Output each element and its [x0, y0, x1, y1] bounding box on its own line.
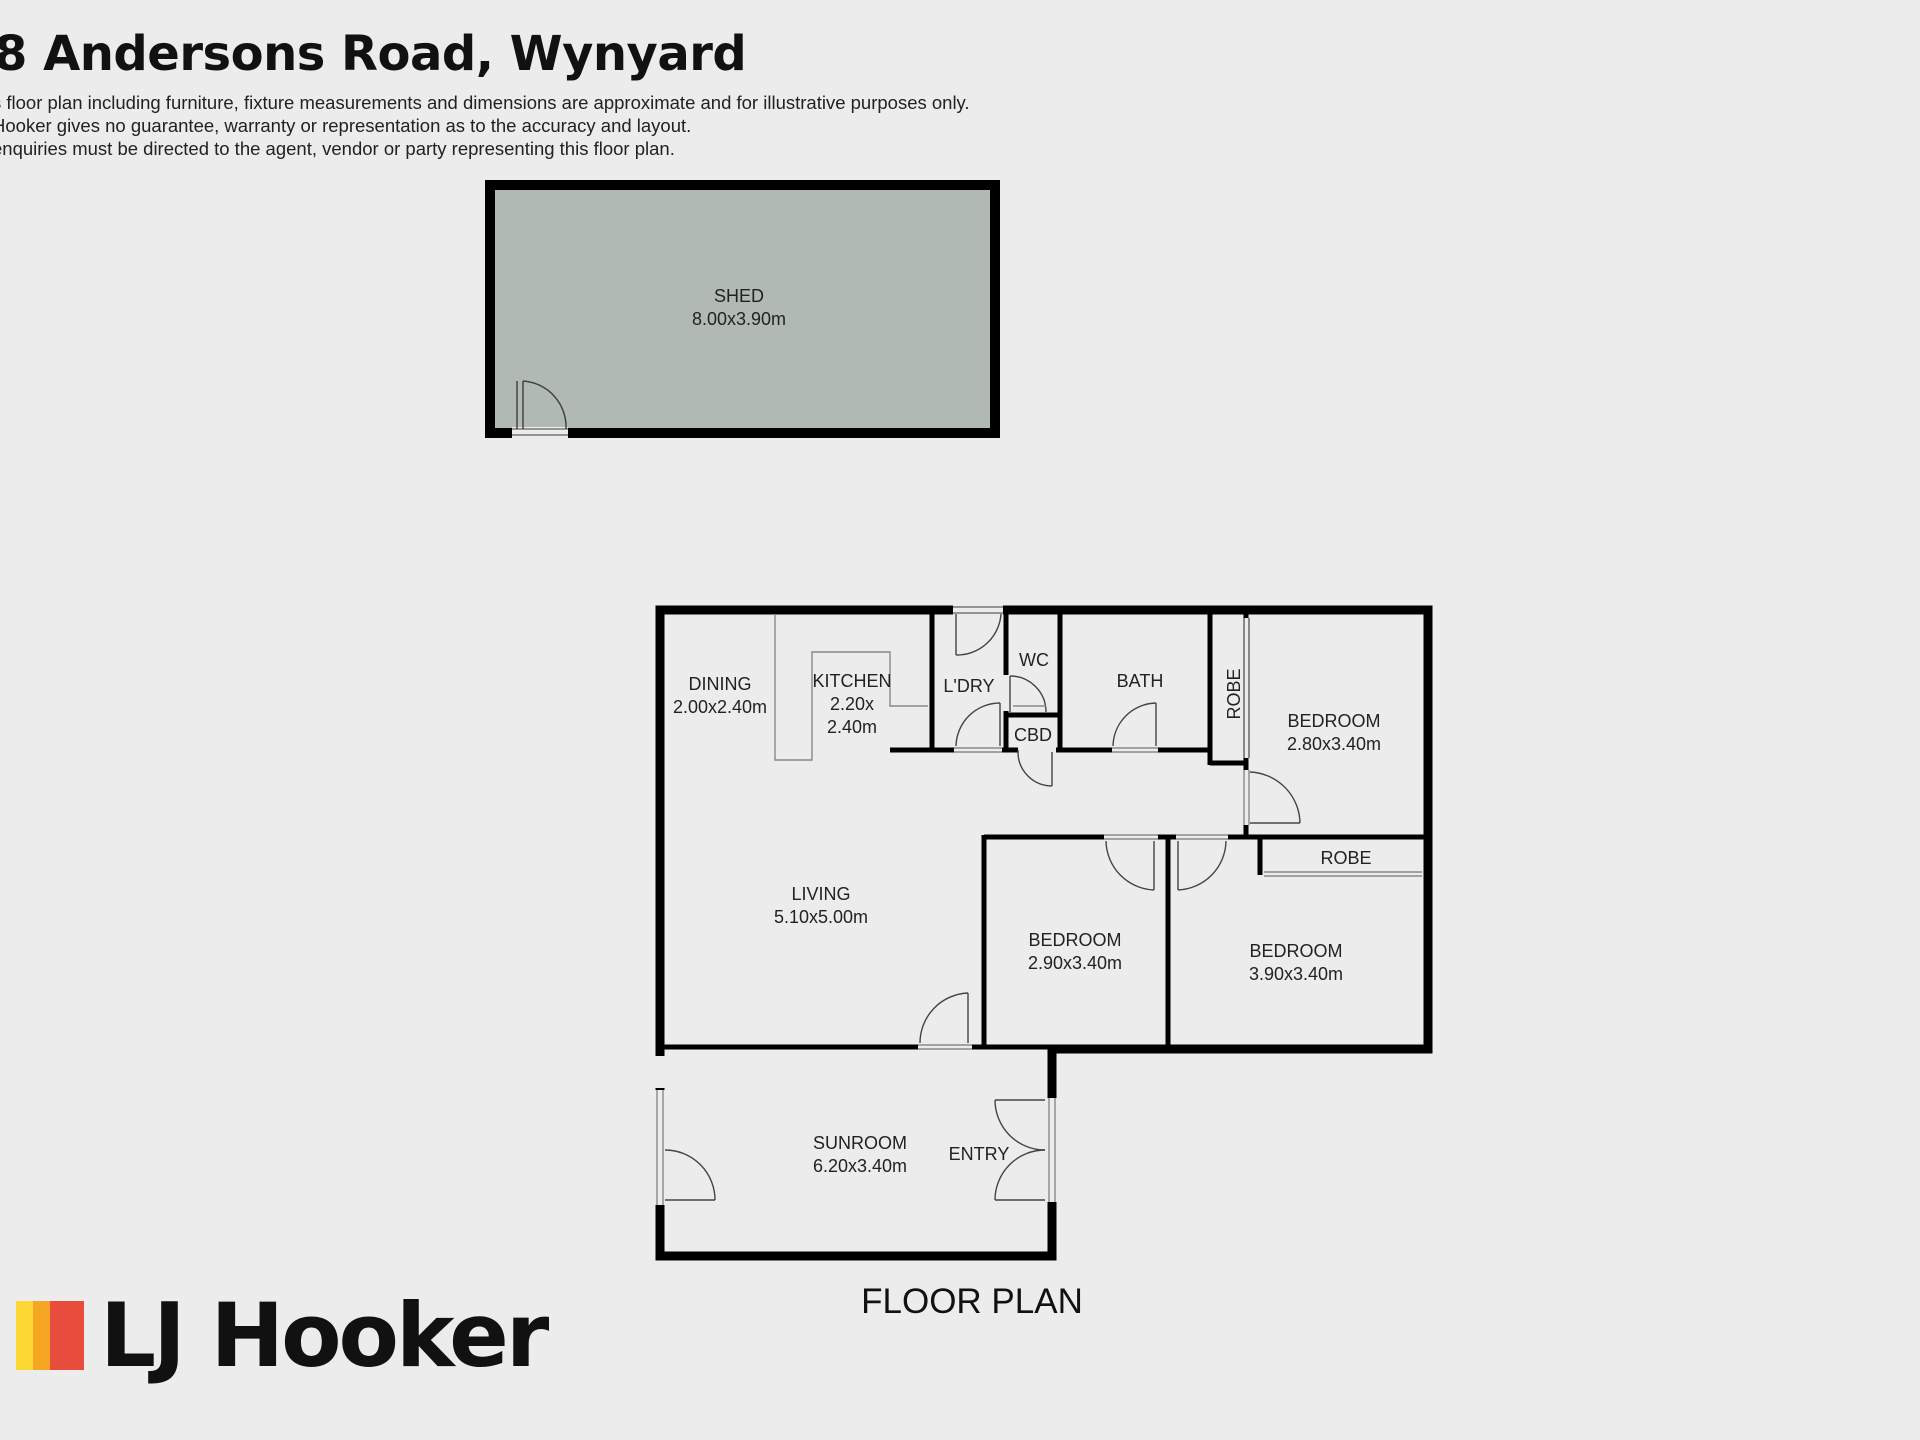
floor-plan-label: FLOOR PLAN [861, 1282, 1083, 1321]
living-door [919, 992, 969, 1044]
wc-label: WC [1019, 650, 1049, 670]
cbd-door [1017, 750, 1053, 787]
kitchen-size-2: 2.40m [827, 717, 877, 737]
robe-1-label: ROBE [1224, 668, 1244, 719]
dining-size: 2.00x2.40m [673, 697, 767, 717]
laundry-door [955, 702, 1001, 747]
entry-double-door [994, 1099, 1046, 1201]
disclaimer-line-1: s floor plan including furniture, fixtur… [0, 92, 970, 113]
sunroom-label: SUNROOM [813, 1133, 907, 1153]
bedroom-1-door [1249, 771, 1301, 824]
lj-hooker-logo-text: LJ Hooker [100, 1284, 549, 1387]
shed-door [516, 380, 567, 430]
living-label: LIVING [791, 884, 850, 904]
wall-openings [655, 604, 1250, 1205]
bedroom-3-door [1177, 840, 1227, 891]
kitchen-label: KITCHEN [812, 671, 891, 691]
lj-hooker-logo-mark [16, 1301, 84, 1370]
door-swings [664, 613, 1301, 1201]
robe-2-label: ROBE [1320, 848, 1371, 868]
shed-size: 8.00x3.90m [692, 309, 786, 329]
living-size: 5.10x5.00m [774, 907, 868, 927]
bedroom-2-door [1105, 840, 1155, 891]
bedroom-2-size: 2.90x3.40m [1028, 953, 1122, 973]
bath-label: BATH [1117, 671, 1164, 691]
kitchen-counter [774, 614, 928, 761]
shed-label: SHED [714, 286, 764, 306]
disclaimer-line-2: Hooker gives no guarantee, warranty or r… [0, 115, 692, 136]
bath-door [1112, 702, 1157, 747]
cbd-label: CBD [1014, 725, 1052, 745]
shed-building: SHED 8.00x3.90m [485, 180, 1000, 439]
bedroom-1-label: BEDROOM [1287, 711, 1380, 731]
bedroom-3-label: BEDROOM [1249, 941, 1342, 961]
property-address-title: 8 Andersons Road, Wynyard [0, 26, 747, 82]
laundry-window-door [955, 613, 1002, 656]
dining-label: DINING [689, 674, 752, 694]
laundry-label: L'DRY [943, 676, 994, 696]
sunroom-size: 6.20x3.40m [813, 1156, 907, 1176]
bedroom-3-size: 3.90x3.40m [1249, 964, 1343, 984]
disclaimer-line-3: enquiries must be directed to the agent,… [0, 138, 675, 159]
bedroom-2-label: BEDROOM [1028, 930, 1121, 950]
entry-label: ENTRY [949, 1144, 1010, 1164]
bedroom-1-size: 2.80x3.40m [1287, 734, 1381, 754]
kitchen-size-1: 2.20x [830, 694, 874, 714]
sunroom-side-door [664, 1149, 716, 1201]
fixtures [774, 614, 1422, 877]
